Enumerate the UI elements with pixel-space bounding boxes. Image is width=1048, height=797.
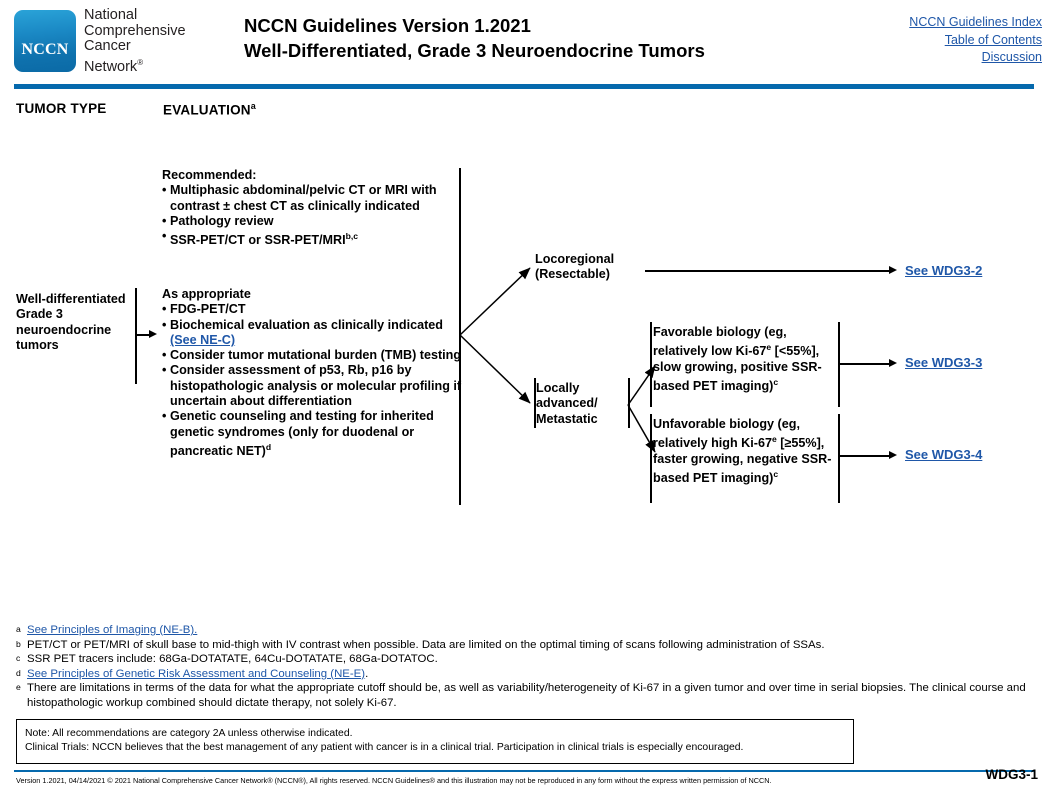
link-see-wdg3-4[interactable]: See WDG3-4 [905,447,983,462]
footnote-ref-a: a [250,101,256,111]
favorable-text-part-1: Favorable biology (eg, relatively low Ki… [653,325,787,359]
arrowhead-tumor-to-eval [149,330,157,338]
page-title: NCCN Guidelines Version 1.2021 Well-Diff… [244,13,864,63]
unfavorable-text-part-1: Unfavorable biology (eg, relatively high… [653,417,800,451]
note-box-line-1: Note: All recommendations are category 2… [25,728,353,739]
connector-unfavorable-to-wdg34 [838,455,889,457]
wordmark-line-2: Comprehensive [84,22,186,39]
list-item: Pathology review [162,214,462,230]
list-item: Biochemical evaluation as clinically ind… [162,318,464,349]
divider-favorable-right [838,322,840,407]
footnote-b-text: PET/CT or PET/MRI of skull base to mid-t… [27,638,825,651]
divider-locally-advanced-left [534,378,536,428]
link-genetic-risk-assessment[interactable]: See Principles of Genetic Risk Assessmen… [27,667,366,680]
eval-recommended-group: Recommended: Multiphasic abdominal/pelvi… [162,168,462,249]
footnote-c: c SSR PET tracers include: 68Ga-DOTATATE… [16,652,1034,667]
footnote-ref-e: e [771,434,777,445]
link-discussion[interactable]: Discussion [981,50,1042,64]
connector-tumor-to-eval [135,334,149,336]
wordmark-line-3: Cancer [84,38,131,55]
eval-as-appropriate-heading: As appropriate [162,287,251,301]
divider-evaluation [459,168,461,505]
footnote-ref-d: d [265,441,272,452]
node-locally-line-1: Locally [536,381,580,395]
node-locoregional: Locoregional (Resectable) [535,252,645,283]
wordmark-line-4: Network® [84,57,144,75]
footnote-e: e There are limitations in terms of the … [16,681,1034,710]
column-header-evaluation: EVALUATIONa [163,101,256,118]
link-principles-of-imaging[interactable]: See Principles of Imaging (NE-B). [27,624,198,636]
link-see-wdg3-2[interactable]: See WDG3-2 [905,263,983,278]
footnote-a: a See Principles of Imaging (NE-B). [16,623,1034,638]
node-locally-advanced-metastatic: Locally advanced/ Metastatic [536,381,631,427]
footnotes-section: a See Principles of Imaging (NE-B). b PE… [16,623,1034,711]
footnote-ref-c: c [773,469,779,480]
nccn-wordmark: National Comprehensive Cancer Network® [84,7,186,75]
footnote-b: b PET/CT or PET/MRI of skull base to mid… [16,638,1034,653]
node-tumor-type: Well-differentiated Grade 3 neuroendocri… [16,292,126,352]
unfavorable-text-part-2: [≥55%], faster growing, negative SSR-bas… [653,436,832,486]
title-line-1: NCCN Guidelines Version 1.2021 [244,15,531,36]
footnote-mark-d: d [16,667,21,678]
node-unfavorable-biology: Unfavorable biology (eg, relatively high… [653,417,839,487]
node-locoregional-line-1: Locoregional [535,252,615,266]
connector-locoregional-to-wdg32 [645,270,889,272]
note-box: Note: All recommendations are category 2… [16,719,854,764]
eval-recommended-heading: Recommended: [162,168,257,182]
arrowhead-locoregional [889,266,897,274]
nccn-logo-block: NCCN National Comprehensive Cancer Netwo… [14,7,244,78]
nccn-logo-icon: NCCN [14,10,76,72]
footer-divider [14,770,1034,772]
column-header-evaluation-label: EVALUATION [163,102,251,118]
branch-split-arrows [459,267,531,404]
column-header-tumor-type: TUMOR TYPE [16,101,107,116]
eval-as-appropriate-group: As appropriate FDG-PET/CT Biochemical ev… [162,287,464,459]
header-links: NCCN Guidelines Index Table of Contents … [909,14,1042,67]
divider-tumor-type [135,288,137,384]
eval-as-appropriate-list: FDG-PET/CT Biochemical evaluation as cli… [162,302,464,459]
footnote-mark-c: c [16,653,21,664]
header-divider [14,84,1034,89]
footer-page-id: WDG3-1 [985,767,1038,782]
connector-favorable-to-wdg33 [838,363,889,365]
link-see-wdg3-3[interactable]: See WDG3-3 [905,355,983,370]
link-table-of-contents[interactable]: Table of Contents [944,32,1042,47]
footnote-mark-e: e [16,682,21,693]
link-nccn-guidelines-index[interactable]: NCCN Guidelines Index [909,15,1042,29]
list-item: Consider tumor mutational burden (TMB) t… [162,348,464,364]
node-locally-line-3: Metastatic [536,411,598,426]
wordmark-line-1: National [84,7,138,23]
divider-unfavorable-left [650,414,652,503]
node-locally-line-2: advanced/ [536,396,598,411]
arrowhead-favorable [889,359,897,367]
list-item: Genetic counseling and testing for inher… [162,409,464,459]
footnote-ref-bc: b,c [345,231,359,242]
footnote-mark-a: a [16,624,21,634]
note-box-line-2: Clinical Trials: NCCN believes that the … [25,742,744,753]
footnote-e-text: There are limitations in terms of the da… [27,682,1026,709]
footnote-mark-b: b [16,638,21,649]
list-item: Multiphasic abdominal/pelvic CT or MRI w… [162,183,462,214]
list-item: Consider assessment of p53, Rb, p16 by h… [162,363,464,409]
list-item: FDG-PET/CT [162,302,464,318]
node-favorable-biology: Favorable biology (eg, relatively low Ki… [653,325,839,395]
node-locoregional-line-2: (Resectable) [535,267,610,282]
footnote-c-text: SSR PET tracers include: 68Ga-DOTATATE, … [27,653,438,666]
favorable-text-part-2: [<55%], slow growing, positive SSR-based… [653,344,822,394]
arrowhead-unfavorable [889,451,897,459]
footer-copyright: Version 1.2021, 04/14/2021 © 2021 Nation… [16,776,772,785]
divider-favorable-left [650,322,652,407]
title-line-2: Well-Differentiated, Grade 3 Neuroendocr… [244,40,705,61]
footnote-d: d See Principles of Genetic Risk Assessm… [16,667,1034,682]
footnote-ref-e: e [766,342,772,353]
link-see-ne-c[interactable]: (See NE-C) [170,332,236,347]
eval-recommended-list: Multiphasic abdominal/pelvic CT or MRI w… [162,183,462,248]
footnote-d-text: . [365,667,369,680]
list-item: SSR-PET/CT or SSR-PET/MRIb,c [162,229,462,248]
divider-unfavorable-right [838,414,840,503]
footnote-ref-c: c [773,377,779,388]
